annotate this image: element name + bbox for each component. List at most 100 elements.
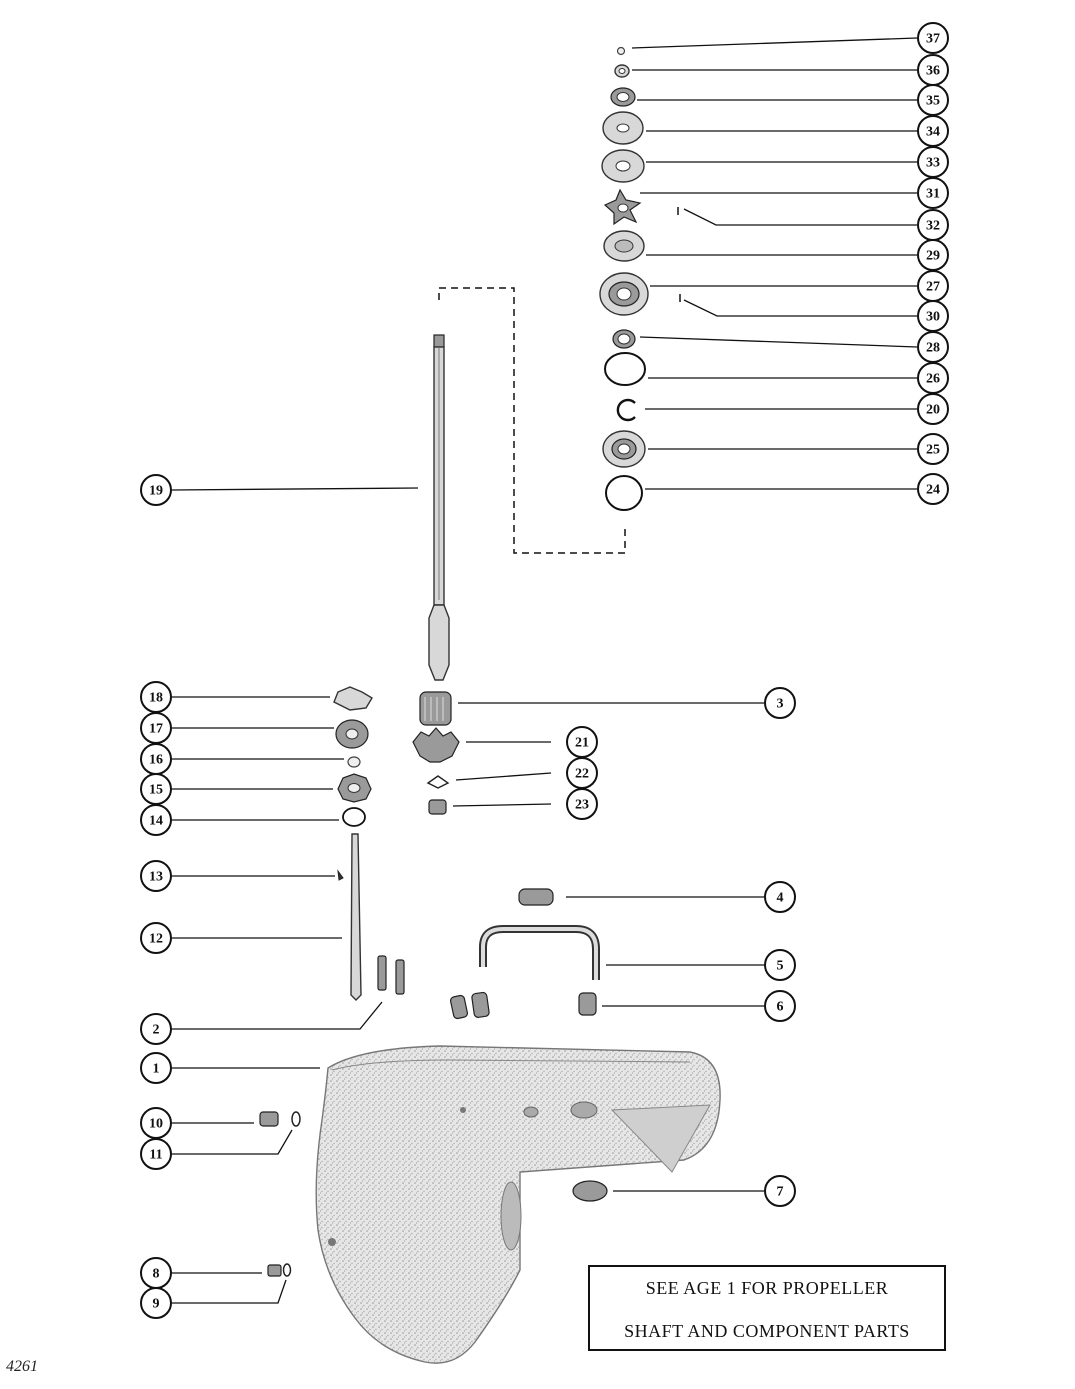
bushing-pair-left bbox=[450, 994, 468, 1020]
callout-29: 29 bbox=[917, 239, 949, 271]
note-line-2: SHAFT AND COMPONENT PARTS bbox=[624, 1321, 910, 1341]
callout-12: 12 bbox=[140, 922, 172, 954]
shift-rod-12 bbox=[337, 833, 362, 1001]
reference-note-box: SEE AGE 1 FOR PROPELLER SHAFT AND COMPON… bbox=[588, 1265, 946, 1351]
part-24-oring bbox=[605, 475, 643, 511]
part-4-grommet bbox=[518, 888, 554, 906]
shift-parts bbox=[333, 686, 373, 827]
callout-label: 32 bbox=[926, 219, 940, 234]
callout-6: 6 bbox=[764, 990, 796, 1022]
part-16 bbox=[347, 756, 361, 768]
callout-label: 36 bbox=[926, 64, 940, 79]
part-23-nut bbox=[428, 799, 447, 815]
callout-28: 28 bbox=[917, 331, 949, 363]
callout-34: 34 bbox=[917, 115, 949, 147]
callout-label: 18 bbox=[149, 691, 163, 706]
callout-10: 10 bbox=[140, 1107, 172, 1139]
note-line-1: SEE AGE 1 FOR PROPELLER bbox=[645, 1278, 889, 1298]
part-7-anode bbox=[572, 1180, 608, 1202]
callout-label: 14 bbox=[149, 814, 163, 829]
part-35-hole bbox=[616, 92, 630, 102]
callout-label: 33 bbox=[926, 156, 940, 171]
callout-4: 4 bbox=[764, 881, 796, 913]
callout-label: 34 bbox=[926, 125, 940, 140]
callout-label: 9 bbox=[153, 1297, 160, 1312]
part-22-washer bbox=[426, 775, 450, 789]
callout-5: 5 bbox=[764, 949, 796, 981]
callout-32: 32 bbox=[917, 209, 949, 241]
callout-31: 31 bbox=[917, 177, 949, 209]
callout-label: 25 bbox=[926, 443, 940, 458]
callout-label: 31 bbox=[926, 187, 940, 202]
studs-2 bbox=[377, 955, 405, 995]
callout-label: 15 bbox=[149, 783, 163, 798]
callout-label: 26 bbox=[926, 372, 940, 387]
callout-label: 19 bbox=[149, 484, 163, 499]
part-6-bushing bbox=[578, 992, 597, 1016]
callout-label: 30 bbox=[926, 310, 940, 325]
driveshaft-19 bbox=[428, 334, 450, 681]
callout-24: 24 bbox=[917, 473, 949, 505]
part-9-washer bbox=[282, 1263, 292, 1277]
gear-housing-1 bbox=[315, 1045, 721, 1364]
callout-11: 11 bbox=[140, 1138, 172, 1170]
callout-36: 36 bbox=[917, 54, 949, 86]
callout-label: 24 bbox=[926, 483, 940, 498]
callout-14: 14 bbox=[140, 804, 172, 836]
callout-3: 3 bbox=[764, 687, 796, 719]
callout-label: 6 bbox=[777, 1000, 784, 1015]
part-36-hole bbox=[618, 68, 626, 74]
callout-label: 3 bbox=[777, 697, 784, 712]
callout-30: 30 bbox=[917, 300, 949, 332]
callout-8: 8 bbox=[140, 1257, 172, 1289]
callout-label: 5 bbox=[777, 959, 784, 974]
callout-21: 21 bbox=[566, 726, 598, 758]
part-13-pin bbox=[337, 869, 344, 881]
callout-label: 22 bbox=[575, 767, 589, 782]
water-pump-stack bbox=[599, 46, 681, 511]
callout-label: 10 bbox=[149, 1117, 163, 1132]
callout-18: 18 bbox=[140, 681, 172, 713]
figure-number: 4261 bbox=[6, 1358, 38, 1375]
part-27-hole bbox=[616, 287, 632, 301]
part-29-hole bbox=[614, 239, 634, 253]
callout-23: 23 bbox=[566, 788, 598, 820]
callout-20: 20 bbox=[917, 393, 949, 425]
callout-25: 25 bbox=[917, 433, 949, 465]
callout-label: 28 bbox=[926, 341, 940, 356]
callout-label: 21 bbox=[575, 736, 589, 751]
part-33-hole bbox=[615, 160, 631, 172]
callout-label: 13 bbox=[149, 870, 163, 885]
water-tube-group bbox=[450, 888, 600, 1020]
callout-label: 2 bbox=[153, 1023, 160, 1038]
part-28-hole bbox=[617, 333, 631, 345]
callout-1: 1 bbox=[140, 1052, 172, 1084]
part-37 bbox=[616, 46, 626, 56]
callout-label: 20 bbox=[926, 403, 940, 418]
part-14-oring bbox=[342, 807, 366, 827]
part-20-ring bbox=[616, 398, 636, 422]
dashed-connection-line bbox=[438, 287, 626, 554]
callout-9: 9 bbox=[140, 1287, 172, 1319]
callout-13: 13 bbox=[140, 860, 172, 892]
callout-15: 15 bbox=[140, 773, 172, 805]
callouts: 37 36 35 34 33 31 32 29 27 30 28 26 20 2… bbox=[140, 22, 949, 1319]
part-18 bbox=[333, 686, 373, 711]
callout-label: 1 bbox=[153, 1062, 160, 1077]
callout-17: 17 bbox=[140, 712, 172, 744]
part-10-screw bbox=[259, 1111, 279, 1127]
part-11-washer bbox=[291, 1111, 301, 1127]
callout-37: 37 bbox=[917, 22, 949, 54]
part-8-plug bbox=[267, 1264, 282, 1277]
part-21-gear bbox=[412, 727, 460, 763]
callout-label: 12 bbox=[149, 932, 163, 947]
callout-33: 33 bbox=[917, 146, 949, 178]
callout-label: 11 bbox=[149, 1148, 162, 1163]
callout-2: 2 bbox=[140, 1013, 172, 1045]
part-34-hole bbox=[616, 123, 630, 133]
callout-35: 35 bbox=[917, 84, 949, 116]
callout-label: 16 bbox=[149, 753, 163, 768]
callout-7: 7 bbox=[764, 1175, 796, 1207]
callout-22: 22 bbox=[566, 757, 598, 789]
